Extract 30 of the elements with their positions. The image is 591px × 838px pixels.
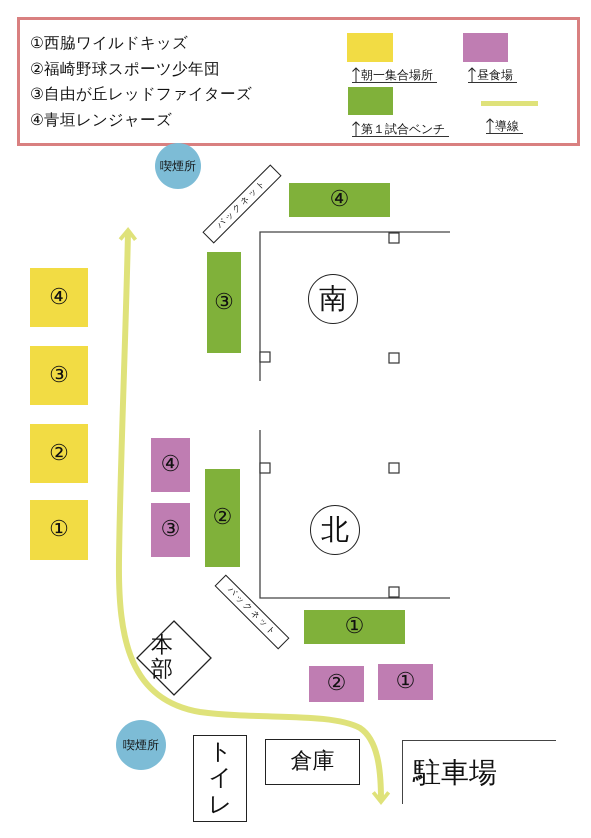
lunch-area: ③ (151, 503, 190, 557)
meeting-area: ① (30, 500, 88, 560)
storage-box: 倉庫 (265, 739, 360, 785)
legend-label: 導線 (495, 119, 519, 133)
bench-area: ④ (289, 183, 390, 217)
smoking-area-circle: 喫煙所 (155, 143, 201, 189)
meeting-area: ④ (30, 268, 88, 327)
meeting-area: ③ (30, 346, 88, 405)
parking-area: 駐車場 (402, 740, 556, 804)
meeting-area: ② (30, 424, 88, 483)
smoking-area-circle: 喫煙所 (116, 720, 166, 770)
legend-label: 朝一集合場所 (361, 68, 433, 82)
team-name: ②福崎野球スポーツ少年団 (30, 58, 220, 80)
team-name: ③自由が丘レッドファイターズ (30, 84, 252, 105)
lunch-area: ① (378, 664, 433, 700)
bench-area: ③ (207, 252, 241, 353)
field-label-circle: 北 (310, 505, 360, 555)
legend-label: 昼食場 (477, 68, 513, 82)
field-label-circle: 南 (308, 274, 358, 324)
backstop-net: バックネット (214, 574, 290, 650)
backstop-net: バックネット (202, 164, 282, 244)
team-name: ①西脇ワイルドキッズ (30, 33, 188, 54)
toilet-box: トイレ (193, 735, 247, 822)
legend-label: 第１試合ベンチ (361, 122, 445, 136)
lunch-area: ② (309, 666, 364, 702)
lunch-area: ④ (151, 438, 190, 492)
label-text: 本部 (151, 634, 173, 682)
bench-area: ② (205, 469, 240, 567)
bench-area: ① (304, 610, 405, 644)
team-name: ④青垣レンジャーズ (30, 110, 172, 130)
